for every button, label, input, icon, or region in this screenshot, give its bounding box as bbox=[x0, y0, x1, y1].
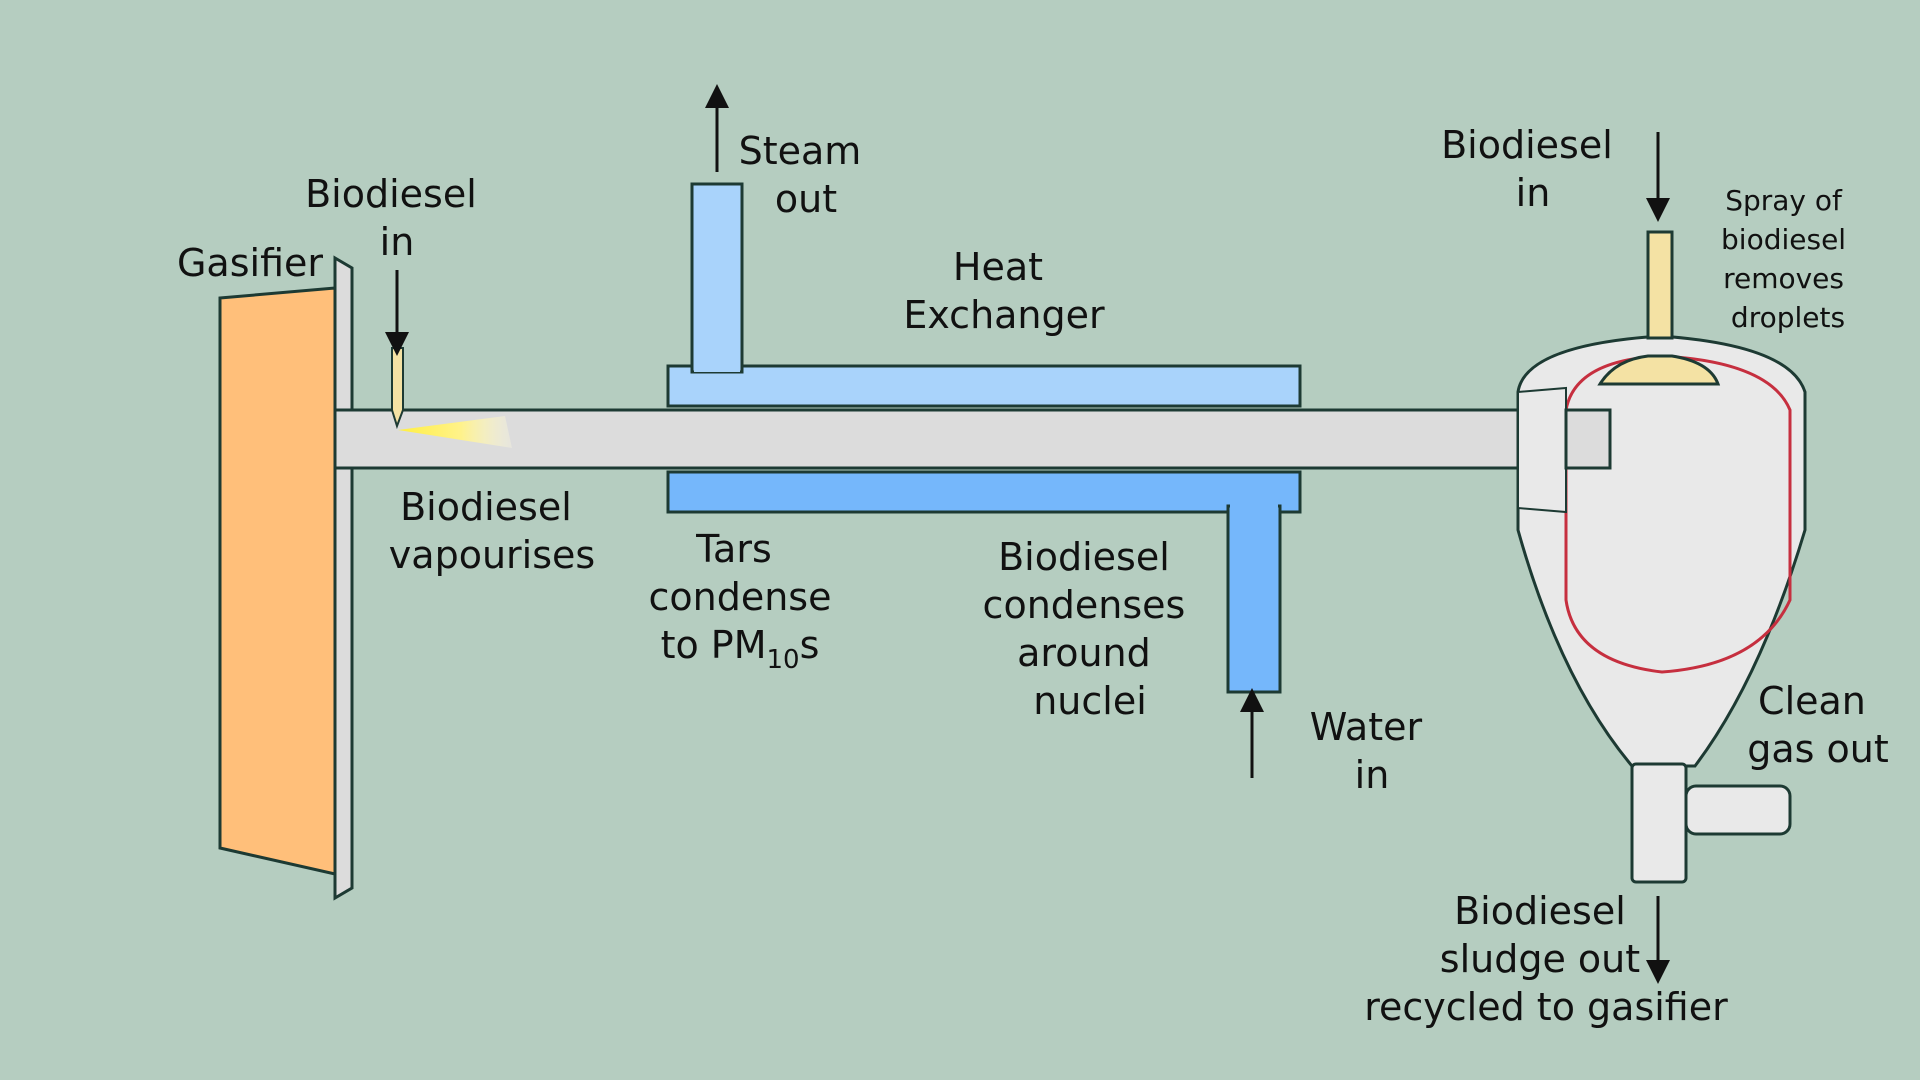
gasifier-body bbox=[218, 286, 337, 876]
clean-gas-outlet-pipe bbox=[1684, 784, 1792, 836]
gasifier-label: Gasifier bbox=[177, 241, 323, 285]
gasifier-wall bbox=[333, 255, 354, 901]
spray-of-biodiesel-label: Spray of biodiesel removes droplets bbox=[1721, 184, 1855, 334]
water-in-label: Water in bbox=[1310, 705, 1434, 797]
steam-out-label: Steam out bbox=[739, 129, 874, 221]
heat-exchanger-steam-jacket bbox=[666, 364, 1302, 408]
cyclone-inlet-collar bbox=[1517, 386, 1567, 514]
tars-condense-label: Tars condense bbox=[649, 527, 832, 619]
biodiesel-nozzle-right bbox=[1646, 230, 1674, 340]
main-gas-pipe bbox=[333, 408, 1612, 470]
biodiesel-condenses-label: Biodiesel condenses around nuclei bbox=[983, 535, 1198, 723]
cyclone-gas-inlet-end bbox=[1564, 408, 1612, 470]
biodiesel-in-right-label: Biodiesel in bbox=[1441, 123, 1625, 215]
heat-exchanger-label: Heat Exchanger bbox=[903, 245, 1105, 337]
spray-head bbox=[1597, 354, 1721, 386]
clean-gas-out-label: Clean gas out bbox=[1747, 679, 1889, 771]
steam-outlet-pipe bbox=[690, 182, 744, 374]
steam-outlet-joint bbox=[694, 362, 740, 372]
tars-pm10-label: to PM10s bbox=[661, 623, 820, 675]
sludge-outlet-pipe bbox=[1630, 762, 1688, 884]
biodiesel-spray bbox=[398, 416, 512, 448]
heat-exchanger-water-jacket bbox=[666, 470, 1302, 514]
biodiesel-vapourises-label: Biodiesel vapourises bbox=[389, 485, 595, 577]
biodiesel-in-left-label: Biodiesel in bbox=[305, 172, 489, 264]
sludge-out-label: Biodiesel sludge out recycled to gasifie… bbox=[1364, 889, 1728, 1029]
biodiesel-nozzle-left bbox=[391, 347, 404, 430]
water-inlet-joint bbox=[1230, 504, 1278, 514]
water-inlet-pipe bbox=[1226, 504, 1282, 694]
cyclone-inner-wall bbox=[1564, 354, 1792, 674]
